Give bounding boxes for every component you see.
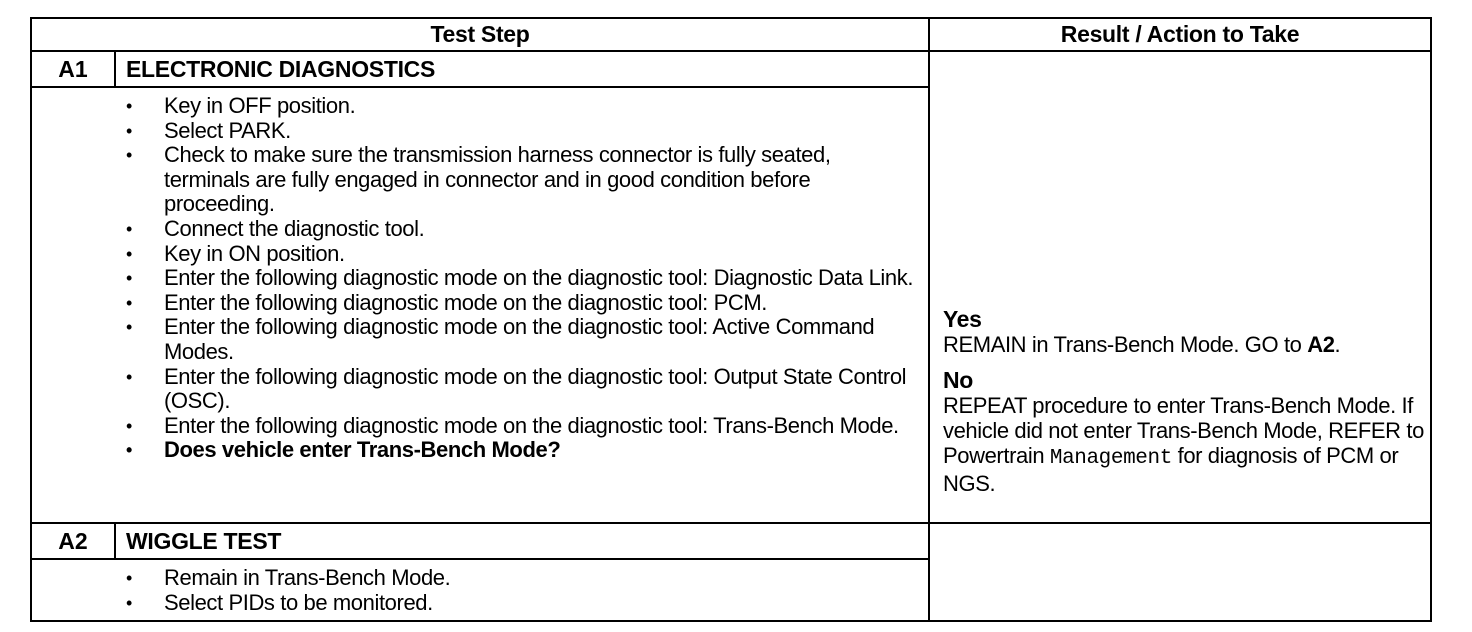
list-item: Select PIDs to be monitored. xyxy=(116,590,916,616)
list-item: Key in OFF position. xyxy=(116,93,916,119)
list-item: Check to make sure the transmission harn… xyxy=(116,142,916,217)
list-item: Connect the diagnostic tool. xyxy=(116,216,916,242)
result-a1: Yes REMAIN in Trans-Bench Mode. GO to A2… xyxy=(943,306,1443,496)
table-border-right xyxy=(1430,17,1432,622)
step-number-a2: A2 xyxy=(58,528,88,554)
table-border-top xyxy=(30,17,1432,19)
list-item-question: Does vehicle enter Trans-Bench Mode? xyxy=(116,438,916,463)
a2-title-divider xyxy=(30,558,930,560)
step-number-divider-a1 xyxy=(114,50,116,86)
list-item: Enter the following diagnostic mode on t… xyxy=(116,413,916,439)
header-result-action: Result / Action to Take xyxy=(1060,21,1300,47)
list-item: Enter the following diagnostic mode on t… xyxy=(116,266,916,291)
header-row-divider xyxy=(30,50,1432,52)
list-item: Remain in Trans-Bench Mode. xyxy=(116,565,916,591)
list-item: Key in ON position. xyxy=(116,241,916,267)
list-item: Enter the following diagnostic mode on t… xyxy=(116,290,916,316)
step-a1-instructions: Key in OFF position. Select PARK. Check … xyxy=(116,93,916,463)
table-border-left xyxy=(30,17,32,622)
step-number-divider-a2 xyxy=(114,522,116,560)
step-row-divider xyxy=(30,522,1432,524)
result-no-mono: Management xyxy=(1049,447,1172,470)
result-no-text: REPEAT procedure to enter Trans-Bench Mo… xyxy=(943,393,1424,468)
step-number-a1: A1 xyxy=(58,56,88,82)
result-yes-action: REMAIN in Trans-Bench Mode. GO to A2. xyxy=(943,332,1443,357)
list-item: Select PARK. xyxy=(116,118,916,144)
result-yes-text: REMAIN in Trans-Bench Mode. GO to xyxy=(943,332,1308,357)
step-a2-instructions: Remain in Trans-Bench Mode. Select PIDs … xyxy=(116,565,916,616)
list-item: Enter the following diagnostic mode on t… xyxy=(116,314,916,364)
result-yes-label: Yes xyxy=(943,306,982,332)
result-yes-end: . xyxy=(1334,332,1341,357)
step-title-a1: ELECTRONIC DIAGNOSTICS xyxy=(126,56,436,82)
header-test-step: Test Step xyxy=(430,21,530,47)
step-title-a2: WIGGLE TEST xyxy=(126,528,282,554)
result-no-action: REPEAT procedure to enter Trans-Bench Mo… xyxy=(943,393,1443,496)
list-item: Enter the following diagnostic mode on t… xyxy=(116,364,916,414)
column-divider xyxy=(928,17,930,622)
a1-title-divider xyxy=(30,86,930,88)
result-no-label: No xyxy=(943,367,973,393)
result-yes-target: A2 xyxy=(1307,332,1335,357)
result-no-end: for diagnosis of PCM or NGS. xyxy=(943,443,1399,496)
table-border-bottom xyxy=(30,620,1432,622)
